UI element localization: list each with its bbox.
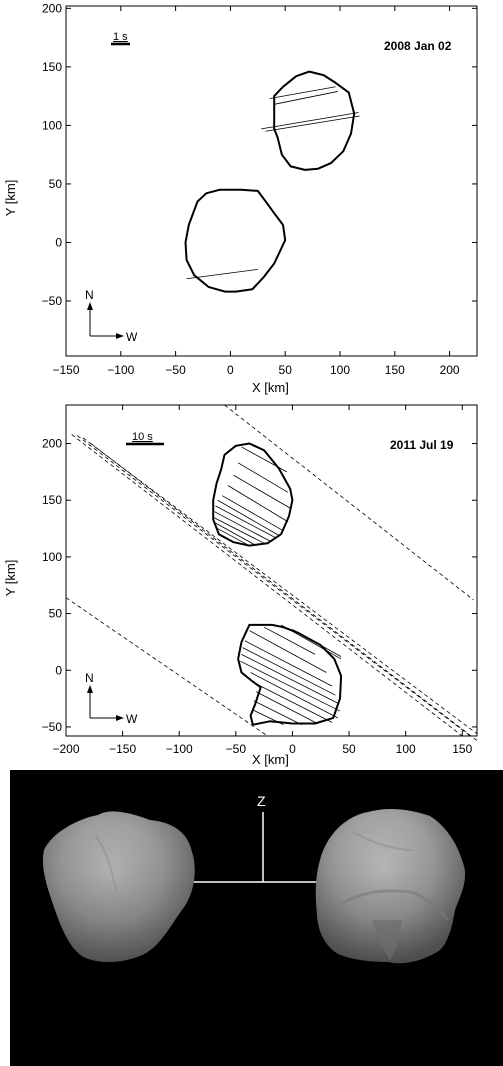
ticks xyxy=(65,405,477,736)
y-tick-label: −50 xyxy=(42,720,63,734)
negative-chord-line xyxy=(224,404,474,601)
asteroid-outline xyxy=(212,442,294,547)
x-tick-label: 100 xyxy=(330,363,350,377)
y-tick-label: 200 xyxy=(42,1,62,15)
compass-west-label: W xyxy=(126,330,138,344)
x-tick-label: 200 xyxy=(440,363,460,377)
x-axis-title: X [km] xyxy=(252,380,289,395)
z-axis-label: Z xyxy=(257,793,266,809)
chord-line xyxy=(237,462,289,493)
y-tick-label: 150 xyxy=(42,60,62,74)
dashed-chords xyxy=(65,404,478,741)
asteroid-outline xyxy=(273,70,356,171)
compass-west-label: W xyxy=(126,712,138,726)
x-axis-title: X [km] xyxy=(252,752,289,767)
y-tick-label: 0 xyxy=(55,235,62,249)
x-tick-label: 0 xyxy=(289,742,296,756)
negative-chord-line xyxy=(71,434,463,737)
chord-line xyxy=(215,527,248,545)
asteroid-outline xyxy=(237,623,343,726)
y-tick-label: 150 xyxy=(42,493,62,507)
chord-line xyxy=(263,626,316,655)
occultation-panel-2008: −150 −100 −50 0 50 100 150 200 −50 0 50 100 150 200 1… xyxy=(3,1,478,395)
chord-line xyxy=(212,521,257,546)
compass-north-label: N xyxy=(85,671,94,685)
date-label: 2008 Jan 02 xyxy=(384,39,452,53)
shape-model-panel: Z xyxy=(10,770,503,1066)
y-tick-label: 50 xyxy=(49,607,63,621)
y-axis-title: Y [km] xyxy=(3,180,18,217)
asteroid-outlines xyxy=(184,70,356,293)
negative-chord-line xyxy=(65,597,268,737)
chord-line xyxy=(213,516,265,544)
plot-frame xyxy=(65,404,478,737)
chord-line xyxy=(269,86,336,99)
x-tick-label: −150 xyxy=(52,363,79,377)
y-axis-title: Y [km] xyxy=(3,560,18,597)
plot-frame xyxy=(65,5,478,357)
y-tick-label: −50 xyxy=(42,294,63,308)
chord-line xyxy=(186,268,258,280)
x-tick-label: −100 xyxy=(166,742,193,756)
x-tick-label: 150 xyxy=(385,363,405,377)
compass: N W xyxy=(85,671,138,726)
x-tick-label: 0 xyxy=(227,363,234,377)
chord-line xyxy=(249,630,327,673)
tick-labels: −150 −100 −50 0 50 100 150 200 −50 0 50 100 150 200 xyxy=(42,1,460,377)
y-tick-label: 200 xyxy=(42,437,62,451)
x-tick-label: 50 xyxy=(342,742,356,756)
asteroid-outline xyxy=(184,188,287,293)
chord-line xyxy=(240,660,341,712)
chord-line xyxy=(256,691,318,724)
chord-line xyxy=(217,499,280,536)
x-tick-label: −100 xyxy=(107,363,134,377)
scale-bar-label: 10 s xyxy=(132,431,153,443)
y-tick-label: 0 xyxy=(55,663,62,677)
tick-labels: −200 −150 −100 −50 0 50 100 150 −50 0 50 100 150 200 xyxy=(42,437,473,756)
x-tick-label: −200 xyxy=(52,742,79,756)
compass-north-label: N xyxy=(85,288,94,302)
y-tick-label: 100 xyxy=(42,550,62,564)
asteroid-outlines xyxy=(212,442,343,726)
chord-line xyxy=(242,647,336,696)
compass: N W xyxy=(85,288,138,344)
x-tick-label: −150 xyxy=(109,742,136,756)
ticks xyxy=(65,6,477,356)
chord-line xyxy=(214,511,270,542)
y-tick-label: 100 xyxy=(42,118,62,132)
chord-line xyxy=(241,654,338,704)
chord-line xyxy=(261,112,359,130)
chord-line xyxy=(222,495,284,532)
chord-line xyxy=(274,91,338,105)
negative-chord-line xyxy=(90,443,478,741)
scale-bar-label: 1 s xyxy=(113,31,128,43)
x-tick-label: −50 xyxy=(226,742,247,756)
chord-line xyxy=(227,485,289,523)
x-tick-label: −50 xyxy=(165,363,186,377)
right-component-model xyxy=(315,809,466,964)
negative-chord-line xyxy=(82,437,478,735)
date-label: 2011 Jul 19 xyxy=(390,438,454,452)
chords xyxy=(186,86,360,280)
chord-line xyxy=(253,700,302,726)
chord-line xyxy=(250,672,338,719)
x-tick-label: 50 xyxy=(279,363,293,377)
x-tick-label: 100 xyxy=(396,742,416,756)
chord-line xyxy=(256,683,333,723)
chord-line xyxy=(244,640,333,687)
chord-line xyxy=(215,505,276,538)
chord-line xyxy=(265,115,360,132)
y-tick-label: 50 xyxy=(49,177,63,191)
negative-chord-line xyxy=(77,435,471,737)
left-component-model xyxy=(42,811,195,962)
chord-line xyxy=(233,474,291,509)
chords xyxy=(212,446,342,726)
x-tick-label: 150 xyxy=(452,742,472,756)
